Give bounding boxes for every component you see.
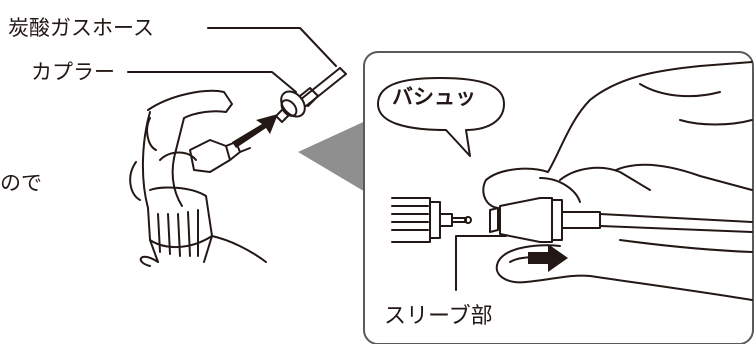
spray-bottle xyxy=(130,91,266,266)
coupler-part xyxy=(276,87,318,122)
label-sleeve: スリーブ部 xyxy=(384,306,493,328)
callout-pointer xyxy=(298,118,372,196)
label-co2-hose: 炭酸ガスホース xyxy=(8,18,154,39)
label-text-fragment: ので xyxy=(0,173,42,194)
insert-arrow xyxy=(232,114,278,148)
label-coupler: カプラー xyxy=(31,62,115,83)
leader-line-hose xyxy=(208,28,336,66)
co2-hose xyxy=(300,68,346,106)
leader-line-coupler xyxy=(128,72,296,92)
speech-bubble-text: バシュッ xyxy=(392,87,476,108)
